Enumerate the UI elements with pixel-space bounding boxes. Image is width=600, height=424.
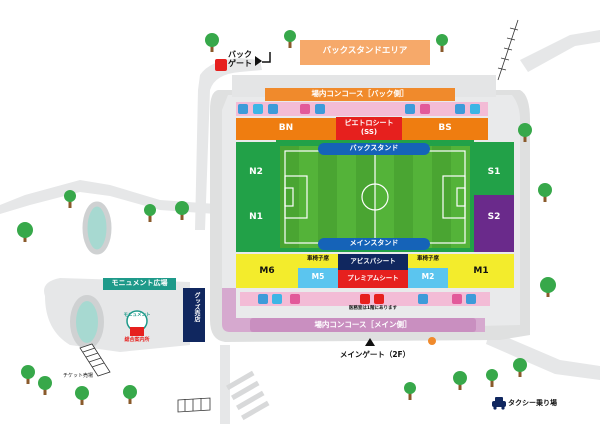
pietro-seat[interactable]: [336, 117, 402, 141]
wheelchair-left-seat[interactable]: [298, 254, 338, 268]
stand-m5-label: M5: [311, 272, 325, 281]
stand-bn-label: BN: [278, 123, 294, 133]
fire-icon: [428, 337, 436, 345]
pitch: [280, 146, 470, 248]
avispa-seat[interactable]: [338, 254, 408, 270]
main-gate-arrow: [365, 338, 375, 346]
facility-icons-main: [258, 294, 476, 304]
back-stand-bar[interactable]: [318, 143, 430, 155]
fence: [497, 19, 519, 81]
pond-upper: [82, 201, 112, 255]
stand-m1[interactable]: [448, 254, 514, 288]
monument-plaza-label-bg: [103, 278, 176, 290]
back-gate-arrow: [255, 56, 262, 66]
wheelchair-left-label: 車椅子席: [306, 256, 329, 262]
aed-icon-back[interactable]: [215, 59, 227, 71]
concourse-main-label: 場内コンコース［メイン側］: [314, 320, 412, 329]
ticket-office-label: チケット売場: [62, 373, 93, 379]
main-stand-bar[interactable]: [318, 238, 430, 250]
stairs: [79, 343, 211, 413]
back-stand-area-label: バックスタンドエリア: [322, 46, 408, 56]
crosswalk: [226, 370, 270, 421]
wheelchair-right-label: 車椅子席: [416, 256, 439, 262]
stand-m2[interactable]: [408, 268, 448, 288]
info-center-icon[interactable]: [130, 327, 144, 336]
back-stand-area: [300, 40, 430, 65]
avispa-seat-label: アビスパシート: [350, 257, 396, 265]
stand-s1-label: S1: [487, 167, 501, 177]
back-gate-label: バック ゲート: [228, 50, 252, 68]
concourse-back: [265, 88, 455, 101]
facility-icons-back: [238, 104, 480, 114]
stand-bs[interactable]: [402, 118, 488, 140]
pietro-seat-label: ピエトロシート (SS): [344, 119, 394, 136]
stand-m6-label: M6: [259, 266, 275, 276]
back-stand-label: バックスタンド: [349, 144, 399, 152]
goods-shop-label: グッズ売店: [193, 292, 200, 322]
stand-s2-label: S2: [487, 212, 501, 222]
stand-north: [236, 142, 276, 252]
stand-m1-label: M1: [473, 266, 489, 276]
walkways: [0, 30, 600, 424]
goods-shop[interactable]: [183, 288, 205, 342]
premium-seat-label: プレミアムシート: [347, 274, 399, 282]
monument-plaza-label: モニュメント広場: [111, 279, 168, 287]
taxi-icon: [492, 397, 506, 410]
pond-left: [70, 295, 104, 349]
premium-seat[interactable]: [338, 270, 408, 288]
concourse-back-label: 場内コンコース［バック側］: [311, 89, 409, 98]
stand-n2-label: N2: [249, 167, 263, 177]
monument-label: モニュメント: [123, 313, 151, 318]
main-gate-label: メインゲート（2F）: [339, 350, 411, 359]
trees: [17, 30, 556, 405]
wheelchair-right-seat[interactable]: [408, 254, 448, 268]
taxi-stand-label: タクシー乗り場: [508, 399, 557, 407]
main-stand-label: メインスタンド: [349, 239, 399, 247]
stand-m5[interactable]: [298, 268, 338, 288]
stand-m2-label: M2: [421, 272, 435, 281]
stand-bs-label: BS: [438, 123, 452, 133]
stand-bn[interactable]: [236, 118, 336, 140]
stand-m6[interactable]: [236, 254, 298, 288]
concourse-main: [250, 318, 476, 332]
medical-office-note: 医務室は1階にあります: [348, 306, 398, 311]
stand-n1-label: N1: [249, 212, 263, 222]
info-center-label: 総合案内所: [124, 337, 150, 343]
stand-s2[interactable]: [474, 195, 514, 252]
